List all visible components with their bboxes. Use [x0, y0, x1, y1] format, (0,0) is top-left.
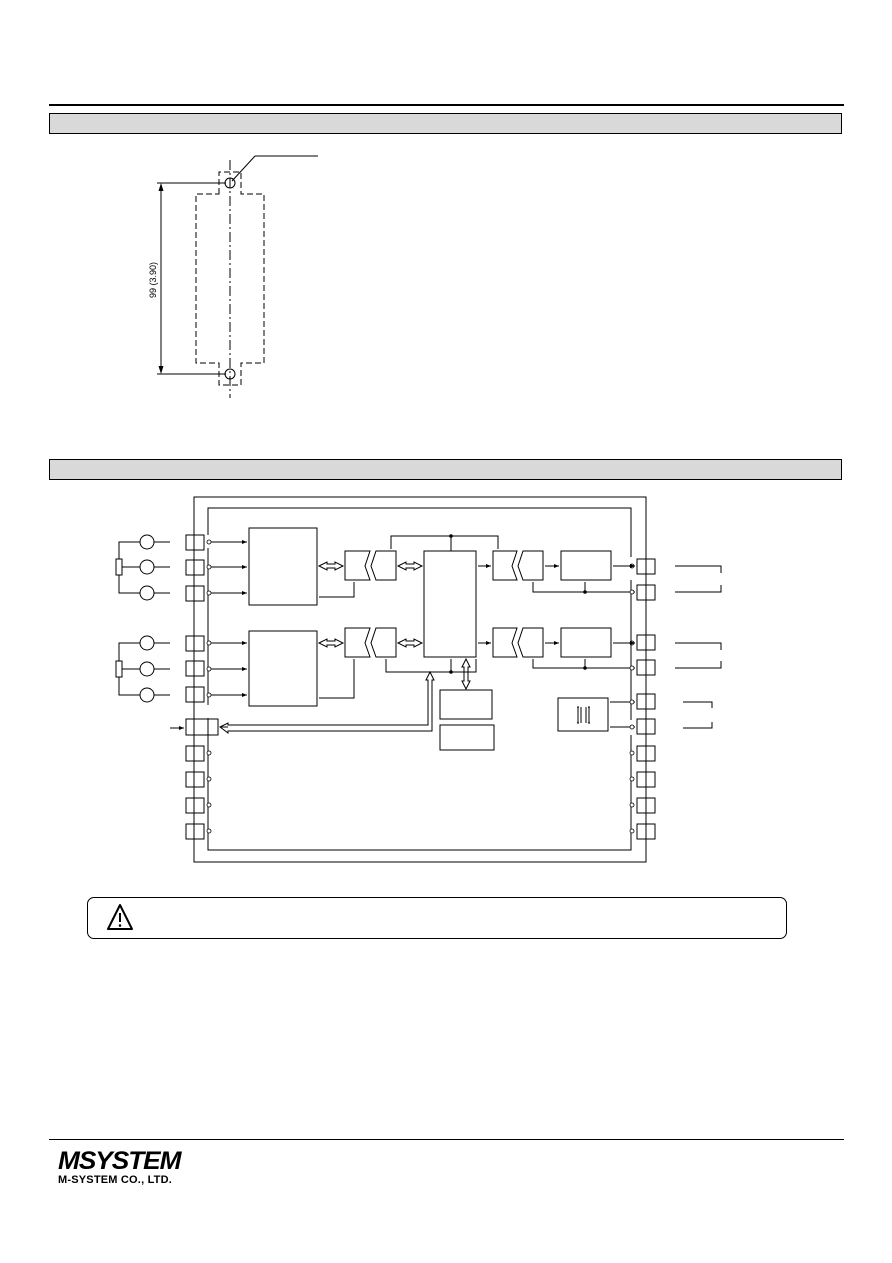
left-terminals [185, 534, 219, 840]
right-terminals [636, 558, 656, 840]
dimension-label: 99 (3.90) [148, 262, 158, 298]
block-diagram [115, 496, 722, 863]
mounting-drawing: 99 (3.90) [148, 155, 318, 398]
warning-box [87, 897, 787, 939]
company-logo: MSYSTEM M-SYSTEM CO., LTD. [58, 1149, 182, 1187]
header-rule [49, 104, 844, 106]
footer-rule [49, 1139, 844, 1140]
logo-mark: MSYSTEM [58, 1147, 182, 1175]
section-header-block-diagram [49, 459, 842, 480]
company-name: M-SYSTEM CO., LTD. [58, 1174, 173, 1186]
section-header-mounting [49, 113, 842, 134]
